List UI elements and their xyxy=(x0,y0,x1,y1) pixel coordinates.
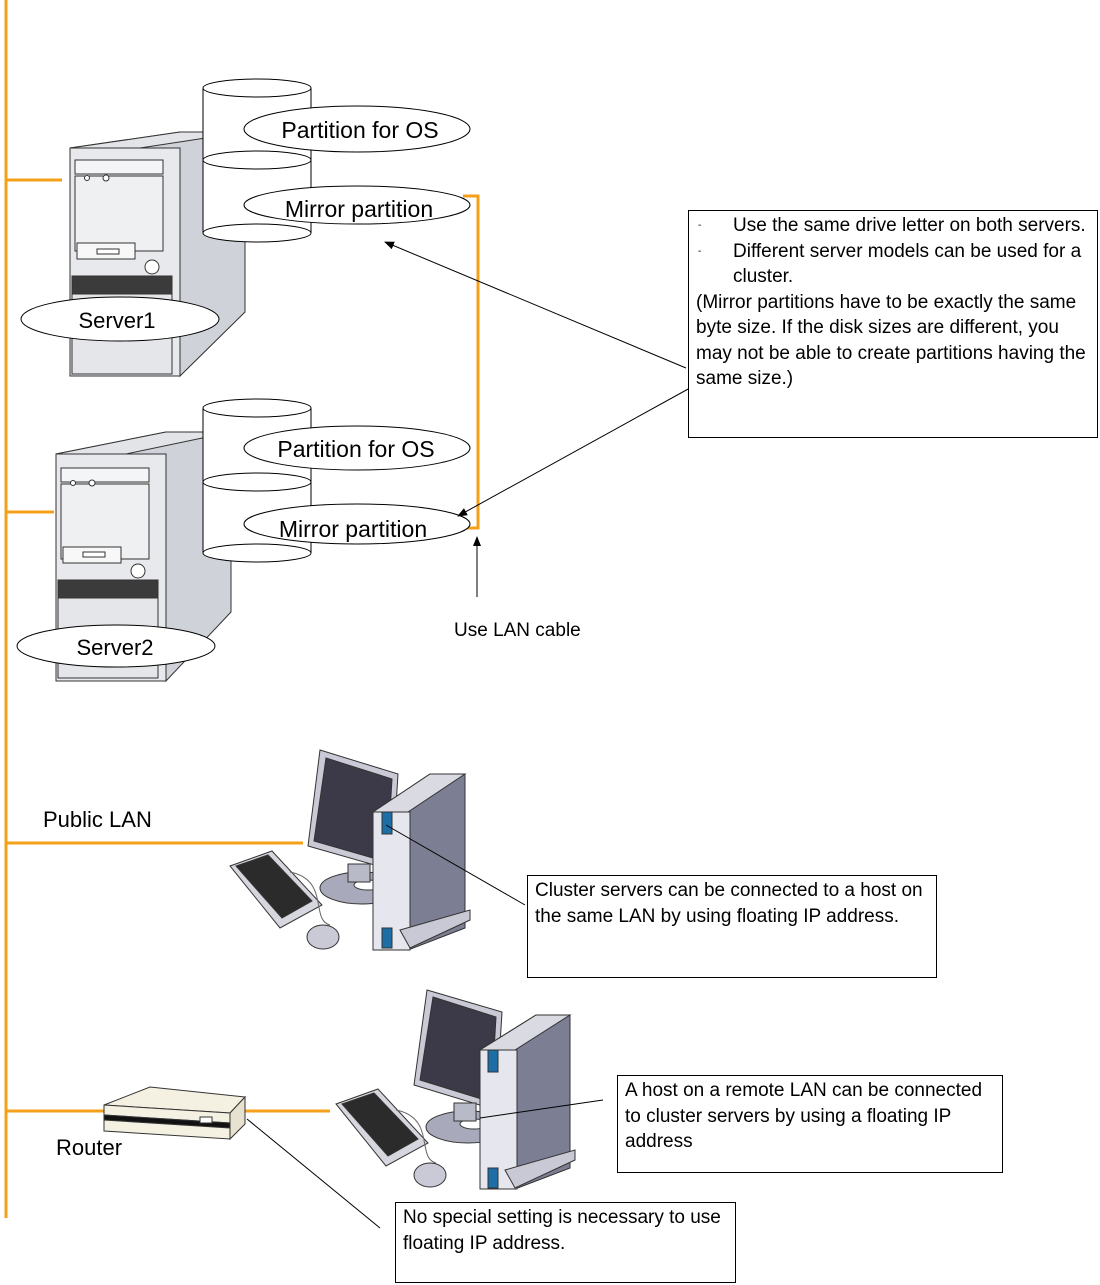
network-backbone xyxy=(4,0,480,1218)
mirror-requirements-note: - Use the same drive letter on both serv… xyxy=(688,210,1098,438)
mirror-note-bullet: - Different server models can be used fo… xyxy=(696,239,1090,290)
remote-lan-workstation-icon xyxy=(335,989,576,1190)
note-arrow-to-server1-mirror xyxy=(384,241,687,369)
mirror-note-bullet: - Use the same drive letter on both serv… xyxy=(696,213,1090,239)
remote-lan-host-note: A host on a remote LAN can be connected … xyxy=(617,1075,1003,1173)
mirror-note-bullet-text: Use the same drive letter on both server… xyxy=(733,215,1086,236)
note-arrow-to-server2-mirror xyxy=(457,387,691,517)
public-lan-label: Public LAN xyxy=(43,807,152,832)
router-setting-note: No special setting is necessary to use f… xyxy=(395,1202,736,1283)
router-icon xyxy=(103,1086,247,1141)
server2-os-partition-label: Partition for OS xyxy=(277,436,434,462)
server1-os-partition-ellipse xyxy=(243,105,471,153)
router-label: Router xyxy=(56,1135,123,1160)
server2-name-ellipse xyxy=(16,624,216,668)
server1-os-partition-label: Partition for OS xyxy=(281,117,438,143)
server1-name-ellipse xyxy=(20,296,220,342)
mirror-note-paragraph: (Mirror partitions have to be exactly th… xyxy=(696,291,1086,390)
server1-mirror-partition-ellipse xyxy=(243,185,471,225)
server1-name-label: Server1 xyxy=(78,308,155,333)
bullet-dash-icon: - xyxy=(698,245,702,257)
server2-os-partition-ellipse xyxy=(243,425,471,471)
server2-name-label: Server2 xyxy=(76,635,153,660)
mirror-interconnect-cable xyxy=(463,194,480,530)
same-lan-host-note: Cluster servers can be connected to a ho… xyxy=(527,875,937,978)
remote-lan-note-pointer xyxy=(479,1099,604,1119)
bullet-dash-icon: - xyxy=(698,220,702,231)
lan-cable-label: Use LAN cable xyxy=(454,620,581,641)
same-lan-note-pointer xyxy=(385,824,526,906)
server2-mirror-partition-label: Mirror partition xyxy=(279,516,427,542)
router-note-pointer xyxy=(246,1118,381,1229)
server1-mirror-partition-label: Mirror partition xyxy=(285,196,433,222)
same-lan-workstation-icon xyxy=(229,749,471,951)
mirror-note-bullet-text: Different server models can be used for … xyxy=(733,240,1082,288)
server2-mirror-partition-ellipse xyxy=(243,503,471,545)
